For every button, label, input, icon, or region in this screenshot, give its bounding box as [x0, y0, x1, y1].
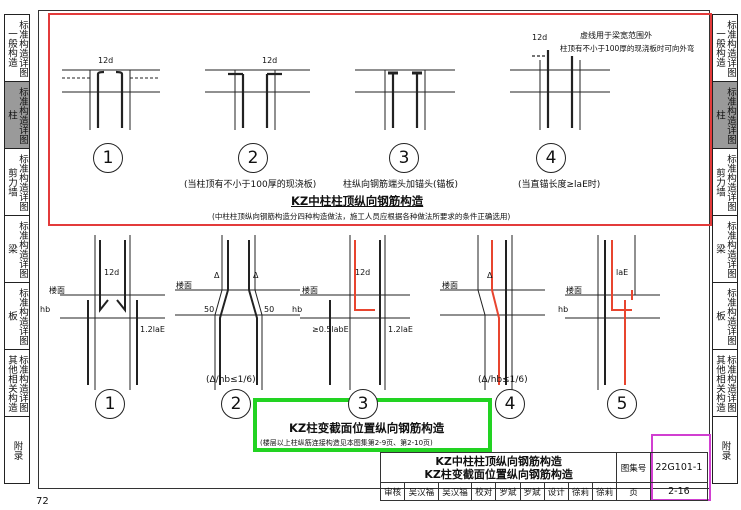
highlight-top-section	[48, 13, 712, 226]
tab-other[interactable]: 标准构造详图 其他相关构造	[712, 350, 738, 417]
tab-beam[interactable]: 标准构造详图 梁	[4, 216, 30, 283]
tab-slab[interactable]: 标准构造详图 板	[712, 283, 738, 350]
dim-le-b5: laE	[616, 268, 629, 277]
tab-column[interactable]: 标准构造详图 柱	[712, 82, 738, 149]
b-caption-4: (Δ/hb≤1/6)	[478, 375, 528, 385]
checker-signature: 罗斌	[519, 482, 545, 501]
drawing-frame	[38, 10, 710, 489]
detail-number-1: 1	[93, 143, 123, 173]
reviewer-signature: 吴汉福	[437, 482, 473, 501]
dim-delta-3: Δ	[487, 271, 493, 280]
detail-number-4: 4	[536, 143, 566, 173]
floor-label-1: 楼面	[49, 286, 65, 295]
dim-hb-5: hb	[558, 305, 569, 314]
tab-other[interactable]: 标准构造详图 其他相关构造	[4, 350, 30, 417]
b-detail-number-1: 1	[95, 389, 125, 419]
caption-4: (当直锚长度≥laE时)	[518, 180, 601, 190]
dim-hb-3: hb	[292, 305, 303, 314]
page-no: 2-16	[649, 482, 709, 501]
dim-hb-1: hb	[40, 305, 51, 314]
designer-signature: 徐莉	[592, 482, 618, 501]
b-caption-2: (Δ/hb≤1/6)	[206, 375, 256, 385]
atlas-number: 22G101-1	[649, 452, 709, 483]
detail-number-3: 3	[389, 143, 419, 173]
review-label: 审核	[379, 482, 406, 501]
detail-number-2: 2	[238, 143, 268, 173]
caption-2: (当柱顶有不小于100厚的现浇板)	[184, 180, 317, 190]
b-detail-number-3: 3	[348, 389, 378, 419]
floor-label-5: 楼面	[566, 286, 582, 295]
caption-3: 柱纵向钢筋端头加锚头(锚板)	[343, 180, 459, 190]
dim-delta-2: Δ	[253, 271, 259, 280]
left-index-tabs: 标准构造详图 一般构造 标准构造详图 柱 标准构造详图 剪力墙 标准构造详图 梁…	[4, 14, 30, 484]
checker-name: 罗斌	[495, 482, 521, 501]
floor-label-3: 楼面	[302, 286, 318, 295]
dim-12d-1: 12d	[98, 56, 114, 65]
bottom-section-note: (楼层以上柱纵筋连接构造见本图集第2-9页、第2-10页)	[260, 439, 433, 447]
b-detail-number-5: 5	[607, 389, 637, 419]
dim-12-3: 1.2laE	[388, 325, 413, 334]
dim-12d-2: 12d	[262, 56, 278, 65]
right-index-tabs: 标准构造详图 一般构造 标准构造详图 柱 标准构造详图 剪力墙 标准构造详图 梁…	[712, 14, 738, 484]
design-label: 设计	[543, 482, 569, 501]
floor-label-2: 楼面	[176, 281, 192, 290]
dim-12d-b1: 12d	[104, 268, 120, 277]
tab-general[interactable]: 标准构造详图 一般构造	[712, 14, 738, 82]
dim-12d-4: 12d	[532, 33, 548, 42]
dim-50-2: 50	[264, 305, 275, 314]
check-label: 校对	[471, 482, 497, 501]
tab-shear-wall[interactable]: 标准构造详图 剪力墙	[4, 149, 30, 216]
tab-appendix[interactable]: 附录	[712, 417, 738, 484]
drawing-title: KZ中柱柱顶纵向钢筋构造 KZ柱变截面位置纵向钢筋构造	[379, 452, 618, 483]
tab-general[interactable]: 标准构造详图 一般构造	[4, 14, 30, 82]
title-block: KZ中柱柱顶纵向钢筋构造 KZ柱变截面位置纵向钢筋构造 图集号 22G101-1…	[379, 452, 709, 501]
note-slab: 柱顶有不小于100厚的现浇板时可向外弯	[560, 44, 695, 53]
tab-appendix[interactable]: 附录	[4, 417, 30, 484]
reviewer-name: 吴汉福	[404, 482, 439, 501]
tab-column[interactable]: 标准构造详图 柱	[4, 82, 30, 149]
floor-label-4: 楼面	[442, 281, 458, 290]
dim-50-1: 50	[204, 305, 215, 314]
dim-12-1: 1.2laE	[140, 325, 165, 334]
tab-slab[interactable]: 标准构造详图 板	[4, 283, 30, 350]
atlas-label: 图集号	[616, 452, 651, 483]
top-section-note: (中柱柱顶纵向钢筋构造分四种构造做法，施工人员应根据各种做法所要求的条件正确选用…	[212, 212, 511, 221]
b-detail-number-2: 2	[221, 389, 251, 419]
tab-beam[interactable]: 标准构造详图 梁	[712, 216, 738, 283]
dim-12d-b3: 12d	[355, 268, 371, 277]
tab-shear-wall[interactable]: 标准构造详图 剪力墙	[712, 149, 738, 216]
page-number: 72	[36, 496, 49, 507]
dim-05-3: ≥0.5labE	[312, 325, 349, 334]
note-dashed: 虚线用于梁宽范围外	[580, 31, 652, 40]
page-label: 页	[616, 482, 651, 501]
b-detail-number-4: 4	[495, 389, 525, 419]
bottom-section-title: KZ柱变截面位置纵向钢筋构造	[289, 421, 445, 435]
designer-name: 徐莉	[567, 482, 594, 501]
dim-delta-1: Δ	[214, 271, 220, 280]
top-section-title: KZ中柱柱顶纵向钢筋构造	[291, 194, 424, 208]
